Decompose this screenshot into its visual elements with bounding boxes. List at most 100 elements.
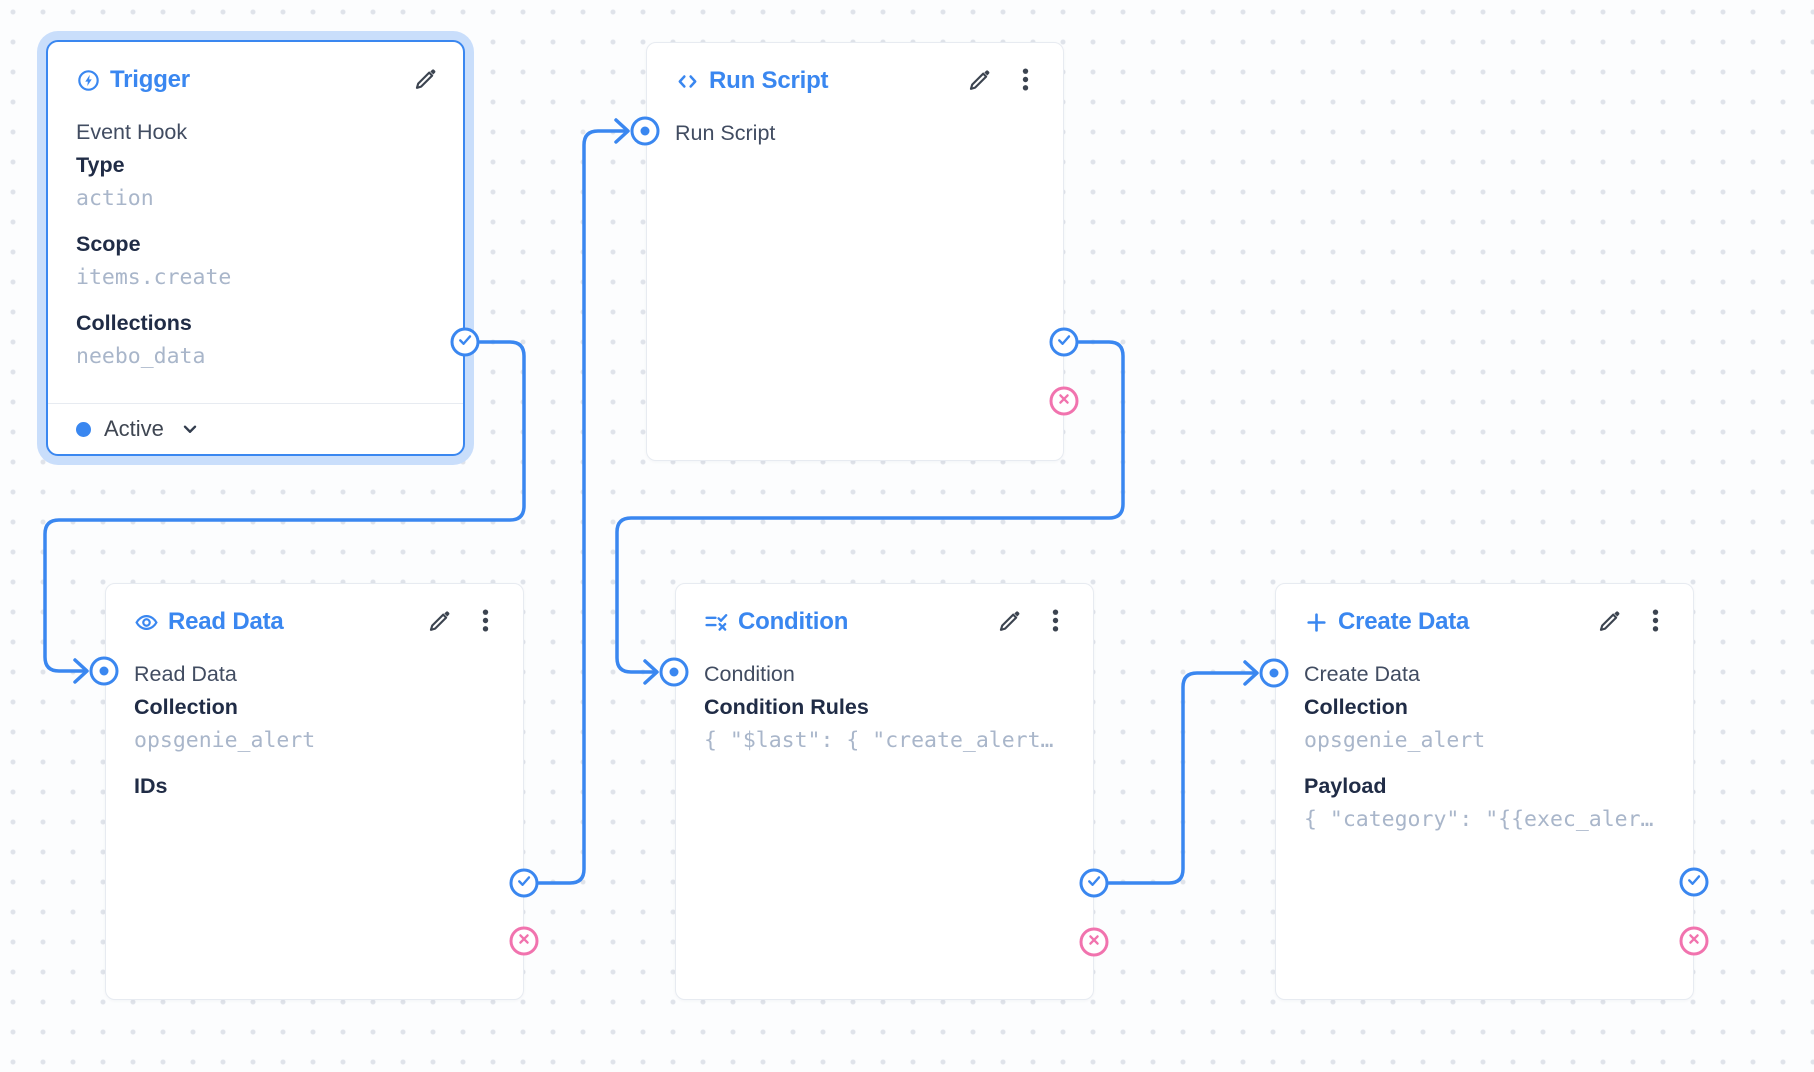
field-value: opsgenie_alert bbox=[134, 728, 316, 753]
pencil-icon bbox=[412, 65, 439, 95]
kebab-menu-icon bbox=[1642, 607, 1669, 637]
edit-button[interactable] bbox=[964, 64, 995, 98]
wire-arrowhead bbox=[643, 659, 659, 685]
field-label: Condition Rules bbox=[704, 695, 869, 719]
field-type: Type action bbox=[76, 149, 435, 215]
check-icon bbox=[1053, 328, 1076, 356]
pencil-icon bbox=[426, 607, 453, 637]
create-data-reject-connector[interactable] bbox=[1679, 926, 1709, 956]
x-icon bbox=[1053, 387, 1076, 415]
field-value: items.create bbox=[76, 265, 232, 290]
pencil-icon bbox=[966, 66, 993, 96]
field-value: neebo_data bbox=[76, 344, 206, 369]
panel-create-data-title: Create Data bbox=[1304, 608, 1469, 636]
panel-menu-button[interactable] bbox=[1640, 605, 1671, 639]
panel-title-text: Run Script bbox=[709, 67, 829, 94]
kebab-menu-icon bbox=[1012, 66, 1039, 96]
panel-menu-button[interactable] bbox=[1010, 64, 1041, 98]
field-collections: Collections neebo_data bbox=[76, 307, 435, 373]
create-data-input-connector[interactable] bbox=[1259, 658, 1289, 688]
wire-condition-to-create-data bbox=[1107, 671, 1258, 885]
input-dot-icon bbox=[669, 667, 679, 677]
field-value: action bbox=[76, 186, 154, 211]
check-icon bbox=[454, 328, 477, 356]
panel-read-data-title: Read Data bbox=[134, 608, 284, 636]
panel-condition[interactable]: Condition Condition Condition Rules bbox=[675, 583, 1094, 1000]
field-label: Type bbox=[76, 153, 125, 177]
trigger-type-text: Event Hook bbox=[76, 120, 188, 144]
eye-icon bbox=[134, 610, 159, 635]
panel-condition-title: Condition bbox=[704, 608, 848, 636]
wire-arrowhead bbox=[73, 658, 89, 684]
field-label: IDs bbox=[134, 774, 168, 798]
x-icon bbox=[513, 927, 536, 955]
field-collection: Collection opsgenie_alert bbox=[1304, 691, 1665, 757]
input-dot-icon bbox=[1269, 668, 1279, 678]
status-label: Active bbox=[104, 416, 164, 441]
panel-title-text: Create Data bbox=[1338, 608, 1470, 635]
field-label: Collections bbox=[76, 311, 192, 335]
check-icon bbox=[1083, 869, 1106, 897]
panel-run-script[interactable]: Run Script Run Script bbox=[646, 42, 1064, 461]
condition-resolve-connector[interactable] bbox=[1079, 868, 1109, 898]
plus-icon bbox=[1304, 610, 1329, 635]
field-scope: Scope items.create bbox=[76, 228, 435, 294]
panel-input-label: Run Script bbox=[675, 121, 776, 145]
check-icon bbox=[1683, 868, 1706, 896]
create-data-resolve-connector[interactable] bbox=[1679, 867, 1709, 897]
run-script-reject-connector[interactable] bbox=[1049, 386, 1079, 416]
x-icon bbox=[1083, 928, 1106, 956]
field-ids: IDs bbox=[134, 770, 495, 803]
x-icon bbox=[1683, 927, 1706, 955]
panel-menu-button[interactable] bbox=[1040, 605, 1071, 639]
run-script-input-connector[interactable] bbox=[630, 116, 660, 146]
field-label: Payload bbox=[1304, 774, 1387, 798]
edit-button[interactable] bbox=[1594, 605, 1625, 639]
field-condition-rules: Condition Rules { "$last": { "create_ale… bbox=[704, 691, 1065, 757]
read-data-input-connector[interactable] bbox=[89, 656, 119, 686]
panel-menu-button[interactable] bbox=[470, 605, 501, 639]
field-label: Scope bbox=[76, 232, 141, 256]
code-icon bbox=[675, 69, 700, 94]
field-label: Collection bbox=[134, 695, 238, 719]
panel-input-label: Read Data bbox=[134, 662, 237, 686]
edit-button[interactable] bbox=[994, 605, 1025, 639]
run-script-resolve-connector[interactable] bbox=[1049, 327, 1079, 357]
panel-title-text: Condition bbox=[738, 608, 849, 635]
field-value: { "category": "{{exec_aler… bbox=[1304, 807, 1654, 832]
panel-input-label: Condition bbox=[704, 662, 795, 686]
panel-input-label: Create Data bbox=[1304, 662, 1420, 686]
pencil-icon bbox=[996, 607, 1023, 637]
edit-button[interactable] bbox=[424, 605, 455, 639]
field-payload: Payload { "category": "{{exec_aler… bbox=[1304, 770, 1665, 836]
rule-icon bbox=[704, 610, 729, 635]
trigger-resolve-connector[interactable] bbox=[450, 327, 480, 357]
panel-trigger-title: Trigger bbox=[76, 66, 190, 94]
condition-reject-connector[interactable] bbox=[1079, 927, 1109, 957]
read-data-resolve-connector[interactable] bbox=[509, 868, 539, 898]
input-dot-icon bbox=[640, 126, 650, 136]
wire-arrowhead bbox=[614, 118, 630, 144]
panel-title-text: Trigger bbox=[110, 66, 190, 93]
panel-title-text: Read Data bbox=[168, 608, 284, 635]
field-value: opsgenie_alert bbox=[1304, 728, 1486, 753]
edit-button[interactable] bbox=[410, 63, 441, 97]
panel-run-script-title: Run Script bbox=[675, 67, 829, 95]
bolt-circle-icon bbox=[76, 68, 101, 93]
pencil-icon bbox=[1596, 607, 1623, 637]
input-dot-icon bbox=[99, 666, 109, 676]
chevron-down-icon bbox=[179, 418, 201, 440]
kebab-menu-icon bbox=[472, 607, 499, 637]
read-data-reject-connector[interactable] bbox=[509, 926, 539, 956]
panel-create-data[interactable]: Create Data Create Data Collection bbox=[1275, 583, 1694, 1000]
panel-trigger[interactable]: Trigger Event Hook Type action Scope ite… bbox=[46, 40, 465, 456]
kebab-menu-icon bbox=[1042, 607, 1069, 637]
status-active-dot bbox=[76, 421, 91, 437]
trigger-status-dropdown[interactable]: Active bbox=[48, 403, 463, 454]
panel-read-data[interactable]: Read Data Read Data Collection ops bbox=[105, 583, 524, 1000]
condition-input-connector[interactable] bbox=[659, 657, 689, 687]
wire-arrowhead bbox=[1243, 660, 1259, 686]
check-icon bbox=[513, 869, 536, 897]
field-value: { "$last": { "create_alert… bbox=[704, 728, 1054, 753]
